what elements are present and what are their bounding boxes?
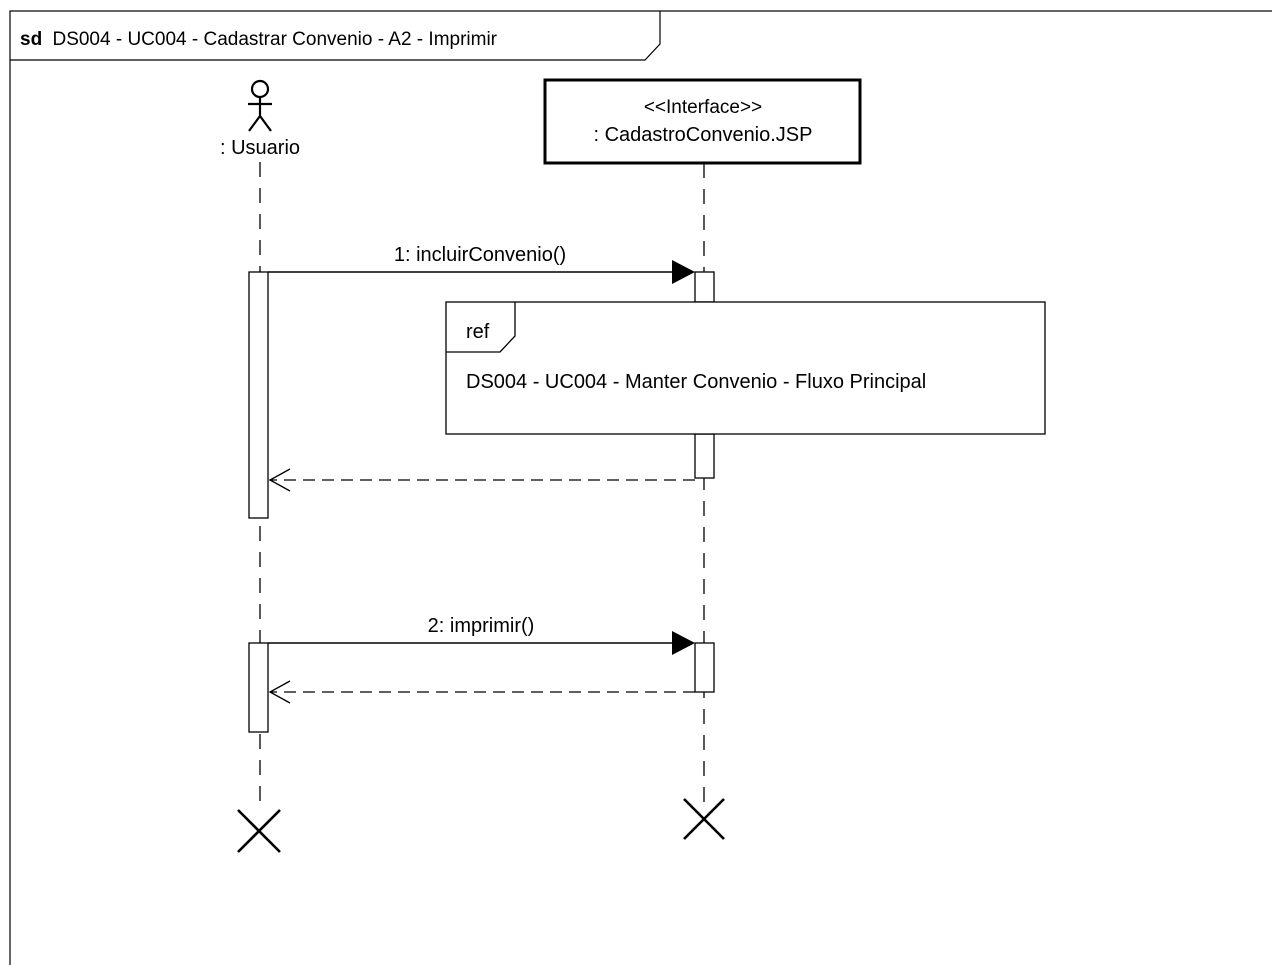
frame-keyword: sd <box>20 29 42 50</box>
interface-name: : CadastroConvenio.JSP <box>593 124 812 146</box>
sd-frame: sd DS004 - UC004 - Cadastrar Convenio - … <box>9 10 1272 965</box>
interface-activation-2 <box>694 642 715 693</box>
actor-name: : Usuario <box>220 137 300 159</box>
frame-title: sd DS004 - UC004 - Cadastrar Convenio - … <box>20 29 498 50</box>
filled-arrowhead-icon <box>672 260 695 284</box>
message-2-label: 2: imprimir() <box>428 615 535 637</box>
ref-fragment[interactable]: ref DS004 - UC004 - Manter Convenio - Fl… <box>445 301 1046 435</box>
actor-activation-2 <box>248 642 269 733</box>
frame-name: DS004 - UC004 - Cadastrar Convenio - A2 … <box>52 29 497 50</box>
filled-arrowhead-icon <box>672 631 695 655</box>
open-arrowhead-icon <box>268 468 291 492</box>
stick-figure-actor-icon <box>248 79 272 132</box>
actor-destroy-icon <box>237 809 281 853</box>
interface-head-box <box>543 78 862 165</box>
lifeline-cadastro-convenio[interactable]: <<Interface>> : CadastroConvenio.JSP <box>543 78 862 840</box>
ref-keyword: ref <box>466 321 490 343</box>
interface-destroy-icon <box>683 798 725 840</box>
ref-text: DS004 - UC004 - Manter Convenio - Fluxo … <box>466 371 926 393</box>
interface-activation-1a <box>694 271 715 303</box>
message-2-reply[interactable] <box>268 680 695 704</box>
message-1-incluir-convenio[interactable]: 1: incluirConvenio() <box>268 244 695 284</box>
open-arrowhead-icon <box>268 680 291 704</box>
message-1-reply[interactable] <box>268 468 695 492</box>
message-2-imprimir[interactable]: 2: imprimir() <box>268 615 695 655</box>
lifeline-usuario[interactable]: : Usuario <box>220 79 300 853</box>
interface-activation-1b <box>694 433 715 479</box>
message-1-label: 1: incluirConvenio() <box>394 244 566 266</box>
actor-activation-1 <box>248 271 269 519</box>
interface-stereotype: <<Interface>> <box>644 97 762 118</box>
